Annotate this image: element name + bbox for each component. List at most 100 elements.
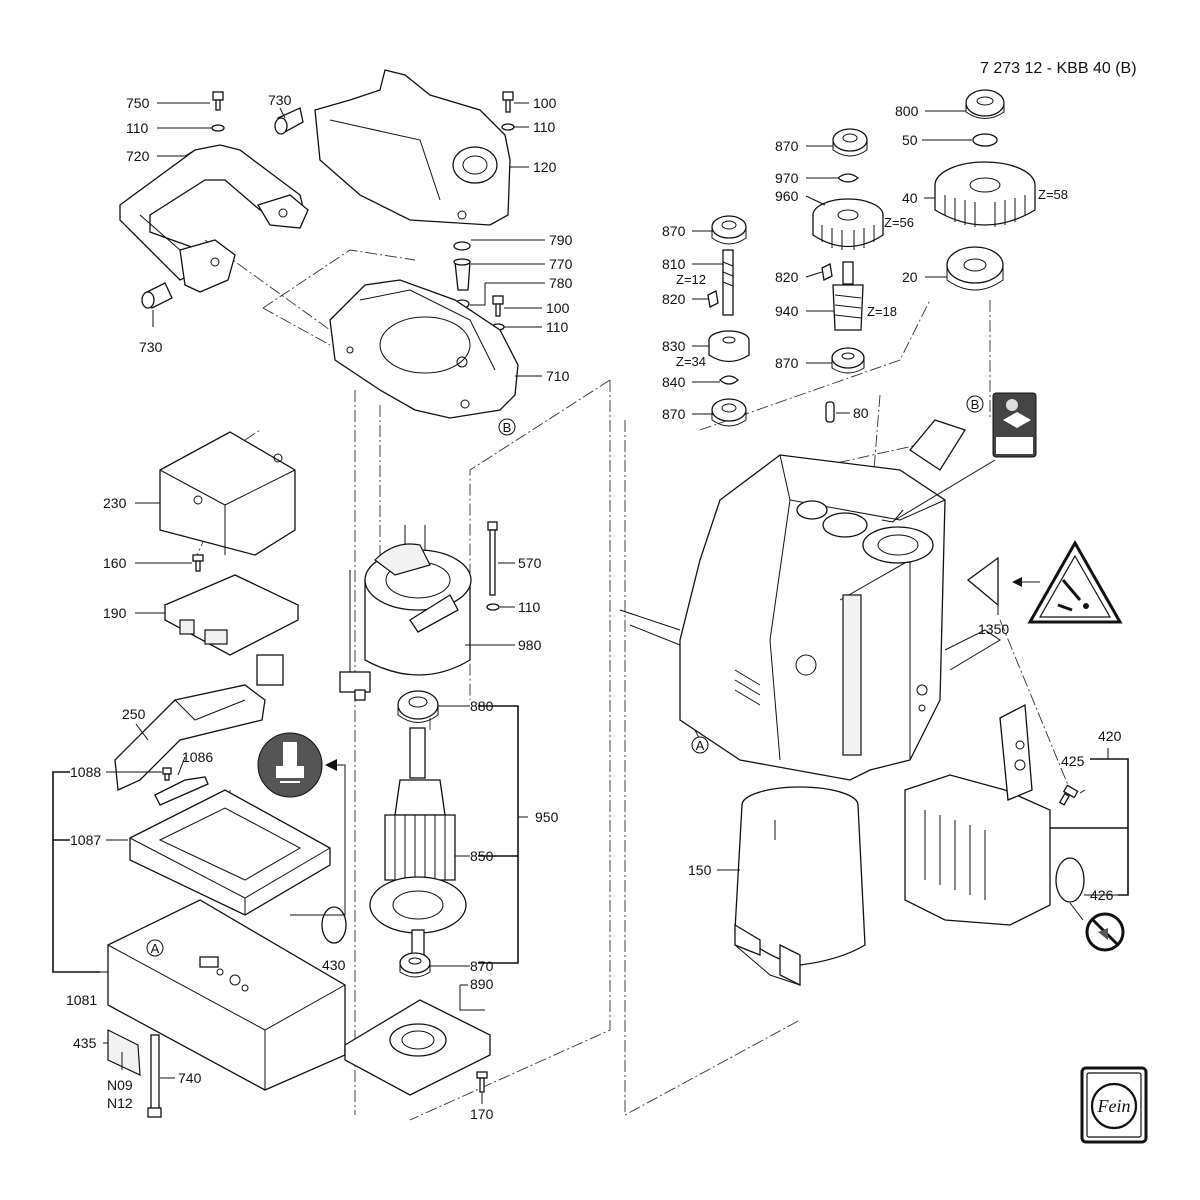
label-770: 770: [549, 256, 573, 272]
box-230: [159, 431, 296, 556]
label-170: 170: [470, 1106, 494, 1122]
label-150: 150: [688, 862, 712, 878]
label-960: 960: [775, 188, 799, 204]
screw-100-b: [492, 295, 504, 317]
label-1086: 1086: [182, 749, 213, 765]
label-100-a: 100: [533, 95, 557, 111]
label-710: 710: [546, 368, 570, 384]
label-1081: 1081: [66, 992, 97, 1008]
label-435: [107, 1029, 141, 1076]
leader-lines: [100, 102, 1118, 1104]
label-940: 940: [775, 303, 799, 319]
key-820-b: [821, 263, 833, 281]
label-980: 980: [518, 637, 542, 653]
label-730-bottom: 730: [139, 339, 163, 355]
screw-730-lower: [141, 282, 173, 309]
bearing-870-d: [711, 398, 747, 427]
label-426: 426: [1090, 887, 1114, 903]
lift-detail-icon: [257, 732, 323, 798]
label-830: 830: [662, 338, 686, 354]
label-870-c: 870: [775, 355, 799, 371]
bracket-group-1081: [52, 771, 100, 973]
lubricate-pointer-tip: [881, 509, 904, 523]
ring-840: [719, 375, 739, 385]
label-50: 50: [902, 132, 918, 148]
label-840: 840: [662, 374, 686, 390]
label-740: 740: [178, 1070, 202, 1086]
label-190: 190: [103, 605, 127, 621]
warning-pointer-head: [1012, 577, 1022, 587]
label-425: 425: [1061, 753, 1085, 769]
bearing-20: [946, 246, 1004, 291]
screw-730-upper: [274, 107, 304, 135]
washer-110-b: [501, 123, 515, 131]
label-950: 950: [535, 809, 559, 825]
label-435: 435: [73, 1035, 97, 1051]
label-820-b: 820: [775, 269, 799, 285]
drawing-title: 7 273 12 - KBB 40 (B): [980, 60, 1137, 77]
label-780: 780: [549, 275, 573, 291]
motor-housing-150: [734, 786, 866, 987]
screw-570: [487, 521, 498, 596]
label-1350: 1350: [978, 621, 1009, 637]
label-110-d: 110: [518, 599, 541, 615]
label-1087: 1087: [70, 832, 101, 848]
label-n12: N12: [107, 1095, 133, 1111]
label-250: 250: [122, 706, 146, 722]
end-shield-890: [344, 999, 491, 1096]
bearing-870-e: [399, 952, 431, 978]
ring-50: [972, 133, 998, 147]
label-120: 120: [533, 159, 557, 175]
label-730-top: 730: [268, 92, 292, 108]
bracket-group-420: [1050, 748, 1129, 896]
label-970: 970: [775, 170, 799, 186]
label-790: 790: [549, 232, 573, 248]
label-40: 40: [902, 190, 918, 206]
bearing-880: [397, 690, 439, 723]
pinion-940: [832, 261, 864, 331]
label-1350: [966, 556, 999, 607]
cover-250: [114, 684, 266, 791]
label-750: 750: [126, 95, 150, 111]
label-110-a: 110: [126, 120, 149, 136]
label-100-b: 100: [546, 300, 570, 316]
pin-80: [825, 401, 835, 423]
ref-b-housing: B: [503, 420, 512, 435]
label-n09: N09: [107, 1077, 133, 1093]
label-420: 420: [1098, 728, 1122, 744]
label-80: 80: [853, 405, 869, 421]
label-570: 570: [518, 555, 542, 571]
clip-1086: [154, 776, 209, 806]
washer-110-a: [211, 124, 225, 132]
label-720: 720: [126, 148, 150, 164]
ref-a-gearbox: A: [696, 738, 705, 753]
bearing-800: [965, 89, 1005, 119]
bearing-870-b: [711, 215, 747, 245]
handle-720: [119, 144, 309, 293]
screw-1088: [162, 767, 172, 781]
gear-label-z34: Z=34: [676, 354, 706, 369]
lubricate-icon: [992, 392, 1037, 458]
gear-label-z18: Z=18: [867, 304, 897, 319]
label-870-d: 870: [662, 406, 686, 422]
label-1088: 1088: [70, 764, 101, 780]
label-870-b: 870: [662, 223, 686, 239]
gear-label-z56: Z=56: [884, 215, 914, 230]
lift-arrow-icon: [290, 759, 346, 916]
part-labels: 750 110 720 730 730 100 110 120 790 770 …: [66, 92, 1122, 1122]
ref-circles: B B A A: [146, 395, 984, 957]
label-20: 20: [902, 269, 918, 285]
label-890: 890: [470, 976, 494, 992]
screw-100-a: [502, 91, 514, 113]
gear-label-z12: Z=12: [676, 272, 706, 287]
gear-830: [708, 330, 750, 363]
warning-triangle-icon: [1027, 539, 1123, 624]
washer-110-d: [486, 603, 500, 611]
ref-a-base: A: [151, 941, 160, 956]
svg-text:Fein: Fein: [1097, 1096, 1131, 1116]
housing-710: [329, 279, 519, 419]
label-880: 880: [470, 698, 494, 714]
base-1081: [107, 899, 346, 1091]
ring-970: [836, 173, 860, 183]
